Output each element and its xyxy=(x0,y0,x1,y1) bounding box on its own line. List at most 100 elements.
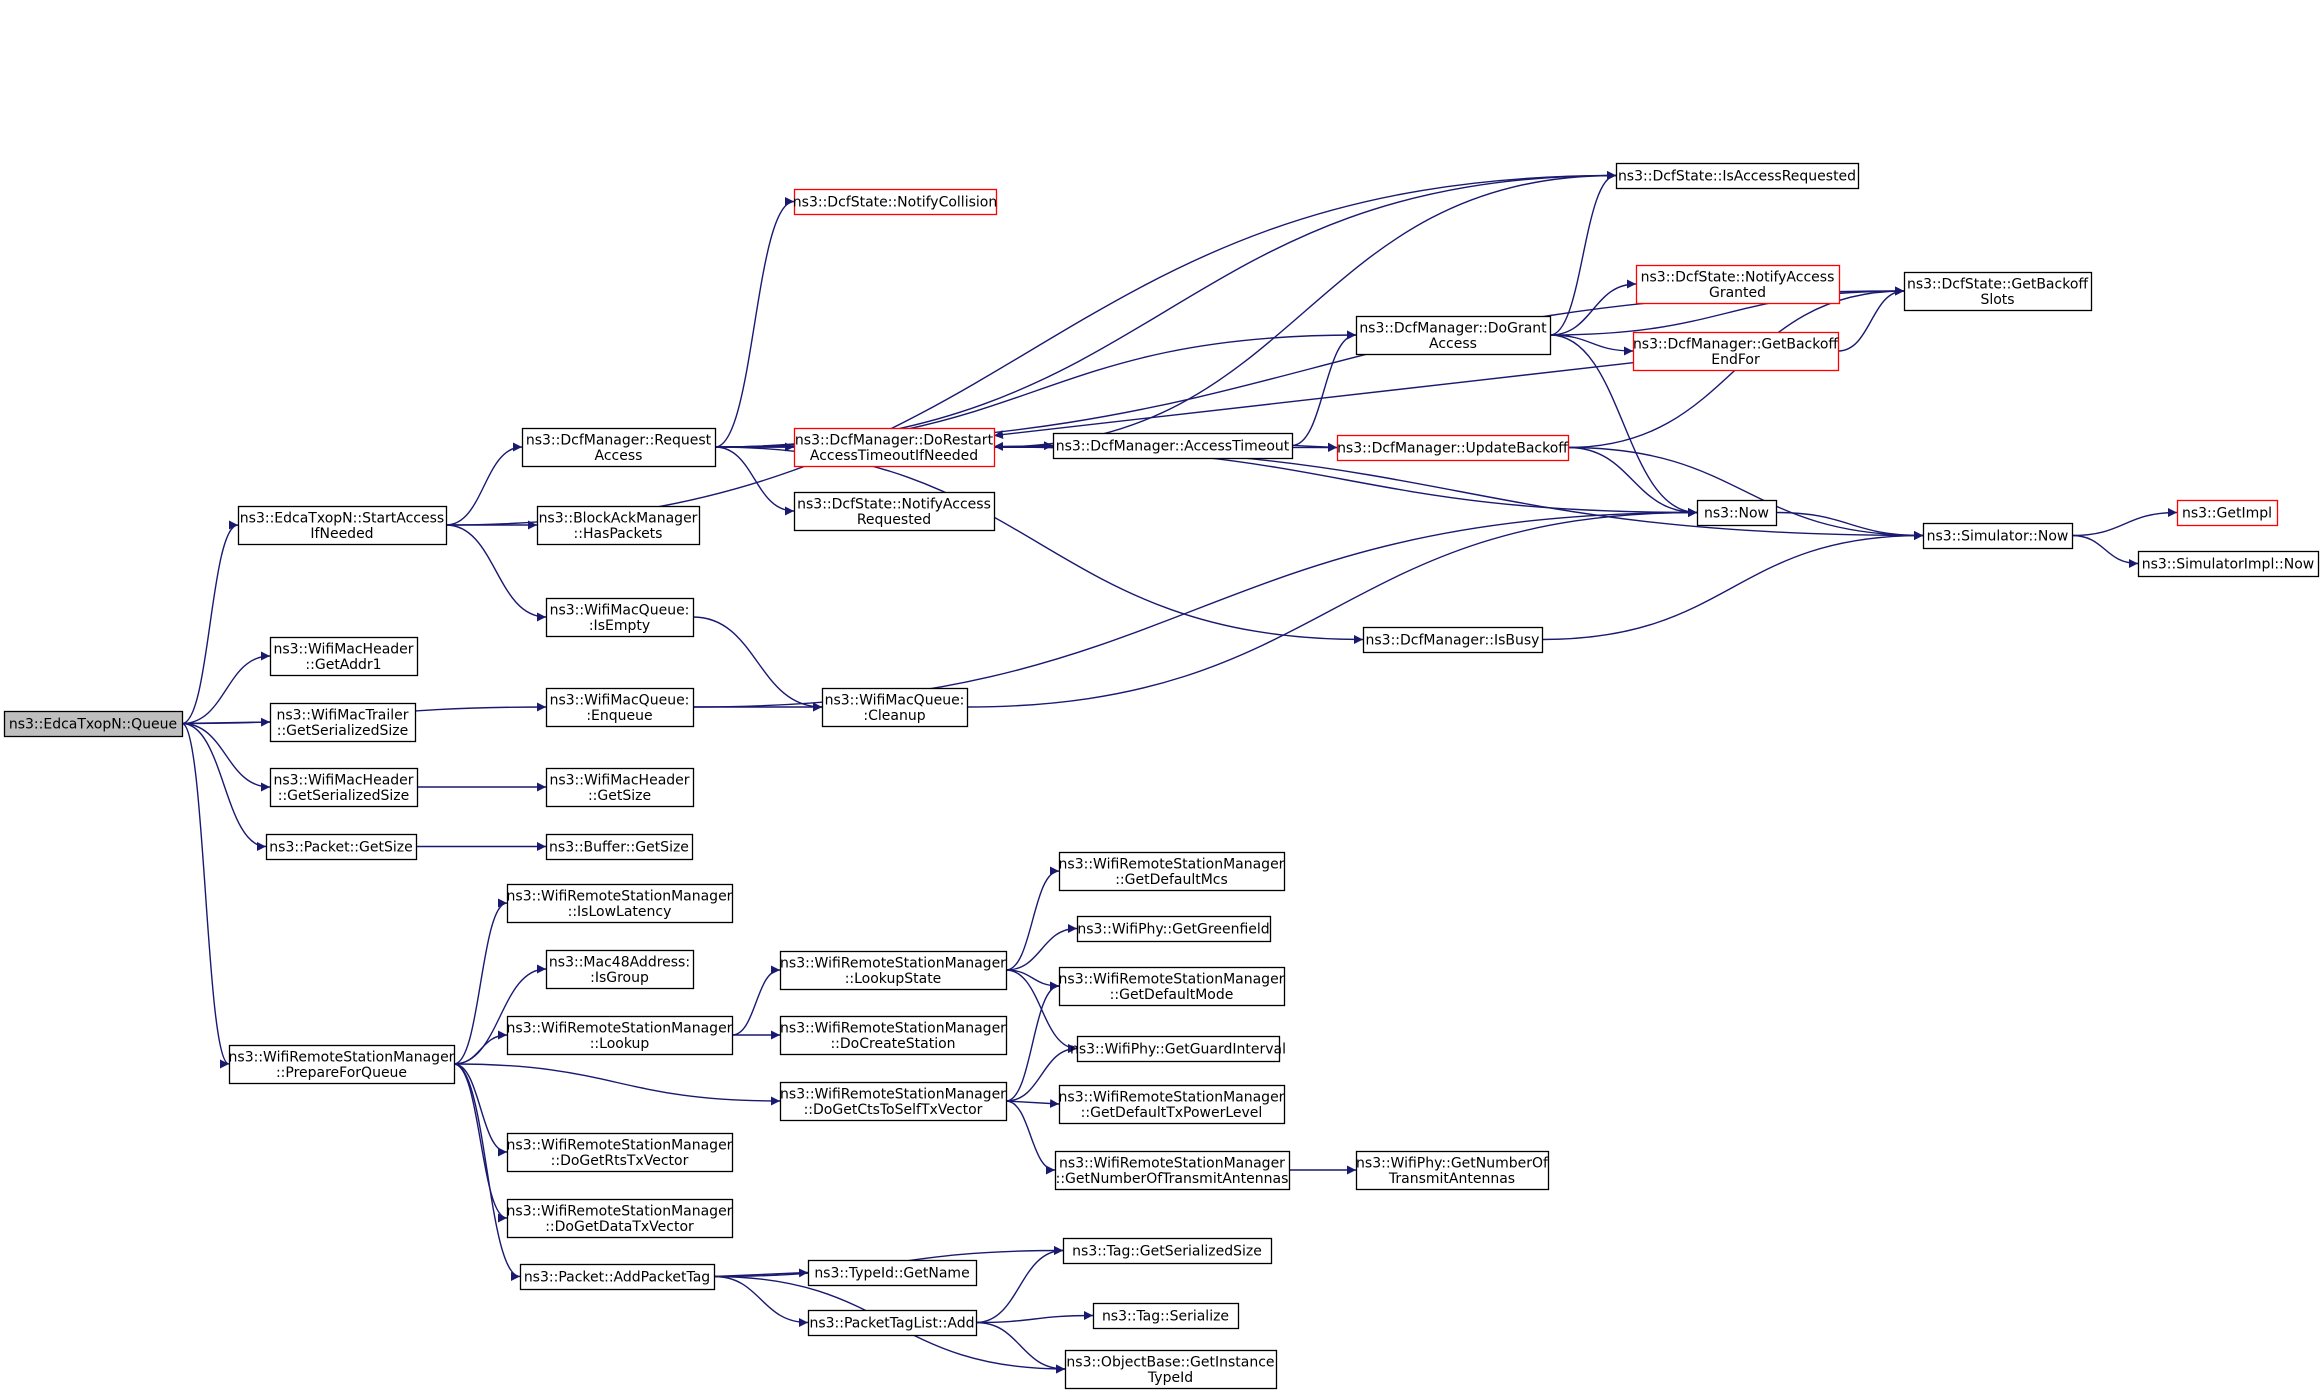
node-sim_now[interactable]: ns3::Simulator::Now xyxy=(1922,522,2074,550)
node-wrsm_lookupstate[interactable]: ns3::WifiRemoteStationManager::LookupSta… xyxy=(779,950,1008,991)
edge-dcfmgr_getbackoffend-to-dcfmgr_dorestart xyxy=(993,361,1634,440)
node-getimpl[interactable]: ns3::GetImpl xyxy=(2176,499,2279,527)
node-label: :IsGroup xyxy=(590,970,649,986)
node-box xyxy=(1058,966,1286,1007)
edge-dcfmgr_dogrant-to-dcf_notifygranted xyxy=(1549,279,1637,336)
node-label: ns3::PacketTagList::Add xyxy=(809,1316,974,1332)
node-buffer_getsize[interactable]: ns3::Buffer::GetSize xyxy=(545,833,694,861)
edge-root-to-hdr_getaddr1 xyxy=(181,651,271,725)
node-label: ::GetNumberOfTransmitAntennas xyxy=(1056,1171,1289,1187)
node-label: ns3::Simulator::Now xyxy=(1927,529,2069,545)
node-label: ns3::Now xyxy=(1704,506,1769,522)
node-label: ns3::WifiRemoteStationManager xyxy=(229,1049,455,1065)
node-now[interactable]: ns3::Now xyxy=(1696,499,1778,527)
node-label: ::LookupState xyxy=(845,971,942,987)
node-label: ::IsLowLatency xyxy=(568,904,672,920)
node-dcfmgr_updatebackoff[interactable]: ns3::DcfManager::UpdateBackoff xyxy=(1336,434,1570,462)
node-label: ::DoGetCtsToSelfTxVector xyxy=(804,1102,983,1118)
node-label: ns3::WifiRemoteStationManager xyxy=(507,888,733,904)
node-wrsm_defmode[interactable]: ns3::WifiRemoteStationManager::GetDefaul… xyxy=(1058,966,1286,1007)
node-box xyxy=(807,1309,978,1337)
node-box xyxy=(1076,1035,1281,1063)
node-box xyxy=(228,1044,456,1085)
node-pkt_addtag[interactable]: ns3::Packet::AddPacketTag xyxy=(519,1263,716,1291)
edge-root-to-wrsm_prepare xyxy=(181,722,230,1069)
node-hdr_getaddr1[interactable]: ns3::WifiMacHeader::GetAddr1 xyxy=(269,636,419,677)
node-bam_haspackets[interactable]: ns3::BlockAckManager::HasPackets xyxy=(536,505,701,546)
node-wrsm_defmcs[interactable]: ns3::WifiRemoteStationManager::GetDefaul… xyxy=(1059,851,1286,892)
node-simimpl_now[interactable]: ns3::SimulatorImpl::Now xyxy=(2137,550,2320,578)
node-label: ::HasPackets xyxy=(574,526,663,542)
node-label: ns3::DcfState::NotifyCollision xyxy=(793,195,997,211)
node-phy_guardint[interactable]: ns3::WifiPhy::GetGuardInterval xyxy=(1070,1035,1286,1063)
node-tag_serialize[interactable]: ns3::Tag::Serialize xyxy=(1092,1302,1240,1330)
node-queue_isempty[interactable]: ns3::WifiMacQueue::IsEmpty xyxy=(545,597,695,638)
node-box xyxy=(1615,162,1860,190)
node-label: ns3::WifiRemoteStationManager xyxy=(1059,1089,1285,1105)
node-label: ns3::Mac48Address: xyxy=(549,954,690,970)
node-dcfmgr_dorestart[interactable]: ns3::DcfManager::DoRestartAccessTimeoutI… xyxy=(793,427,996,468)
node-wrsm_lookup[interactable]: ns3::WifiRemoteStationManager::Lookup xyxy=(507,1015,734,1056)
node-label: ns3::DcfManager::DoGrant xyxy=(1359,320,1547,336)
node-ptl_add[interactable]: ns3::PacketTagList::Add xyxy=(807,1309,978,1337)
node-box xyxy=(1632,331,1840,372)
node-typeid_getname[interactable]: ns3::TypeId::GetName xyxy=(807,1259,978,1287)
node-dcfmgr_isbusy[interactable]: ns3::DcfManager::IsBusy xyxy=(1362,626,1544,654)
edge-ptl_add-to-objbase_typeid xyxy=(975,1321,1066,1374)
node-hdr_getsize[interactable]: ns3::WifiMacHeader::GetSize xyxy=(545,767,695,808)
node-wrsm_prepare[interactable]: ns3::WifiRemoteStationManager::PrepareFo… xyxy=(228,1044,456,1085)
node-wrsm_data[interactable]: ns3::WifiRemoteStationManager::DoGetData… xyxy=(507,1198,734,1239)
node-label: ::DoCreateStation xyxy=(830,1036,955,1052)
node-label: ns3::WifiRemoteStationManager xyxy=(780,1086,1006,1102)
node-mac48_isgroup[interactable]: ns3::Mac48Address::IsGroup xyxy=(545,949,695,990)
node-tag_sersize[interactable]: ns3::Tag::GetSerializedSize xyxy=(1062,1237,1273,1265)
node-wrsm_defpower[interactable]: ns3::WifiRemoteStationManager::GetDefaul… xyxy=(1059,1084,1286,1125)
node-dcf_isaccreq[interactable]: ns3::DcfState::IsAccessRequested xyxy=(1615,162,1860,190)
edge-dcfmgr_dogrant-to-now xyxy=(1549,334,1698,517)
node-queue_cleanup[interactable]: ns3::WifiMacQueue::Cleanup xyxy=(821,687,969,728)
node-box xyxy=(1054,1150,1291,1191)
node-phy_greenfield[interactable]: ns3::WifiPhy::GetGreenfield xyxy=(1076,915,1272,943)
node-label: ns3::Tag::Serialize xyxy=(1102,1309,1229,1325)
node-wrsm_numant[interactable]: ns3::WifiRemoteStationManager::GetNumber… xyxy=(1054,1150,1291,1191)
node-label: :Enqueue xyxy=(586,708,652,724)
node-trailer_size[interactable]: ns3::WifiMacTrailer::GetSerializedSize xyxy=(269,702,417,743)
node-phy_numant[interactable]: ns3::WifiPhy::GetNumberOfTransmitAntenna… xyxy=(1355,1150,1550,1191)
node-label: ns3::WifiPhy::GetGuardInterval xyxy=(1070,1042,1286,1058)
node-dcf_notifycoll[interactable]: ns3::DcfState::NotifyCollision xyxy=(793,188,997,216)
edge-start_access-to-dcfmgr_request xyxy=(445,442,523,526)
node-root[interactable]: ns3::EdcaTxopN::Queue xyxy=(3,710,184,738)
edge-dcfmgr_updatebackoff-to-sim_now xyxy=(1567,446,1924,540)
node-pkt_getsize[interactable]: ns3::Packet::GetSize xyxy=(265,833,418,861)
node-label: ::GetDefaultMcs xyxy=(1115,872,1228,888)
node-box xyxy=(1635,264,1841,305)
node-box xyxy=(506,883,734,924)
edge-dcfmgr_request-to-dcf_notifyreq xyxy=(714,446,795,516)
edge-wrsm_lookupstate-to-wrsm_defmcs xyxy=(1005,866,1060,971)
node-hdr_sersize[interactable]: ns3::WifiMacHeader::GetSerializedSize xyxy=(269,767,419,808)
node-wrsm_docreate[interactable]: ns3::WifiRemoteStationManager::DoCreateS… xyxy=(779,1015,1008,1056)
node-box xyxy=(1922,522,2074,550)
node-dcfmgr_accesstimeout[interactable]: ns3::DcfManager::AccessTimeout xyxy=(1052,432,1294,460)
nodes-layer: ns3::EdcaTxopN::Queue ns3::EdcaTxopN::Sta… xyxy=(3,162,2320,1390)
node-label: ns3::ObjectBase::GetInstance xyxy=(1066,1354,1274,1370)
node-queue_enqueue[interactable]: ns3::WifiMacQueue::Enqueue xyxy=(545,687,695,728)
node-label: ns3::EdcaTxopN::Queue xyxy=(9,717,177,733)
edge-dcfmgr_updatebackoff-to-now xyxy=(1567,446,1698,517)
edge-queue_enqueue-to-now xyxy=(692,508,1698,708)
node-wrsm_ctsself[interactable]: ns3::WifiRemoteStationManager::DoGetCtsT… xyxy=(779,1081,1008,1122)
node-label: ns3::DcfManager::AccessTimeout xyxy=(1056,439,1290,455)
edges-layer xyxy=(181,171,2178,1374)
edge-wrsm_prepare-to-wrsm_ctsself xyxy=(453,1063,781,1106)
node-wrsm_islowlat[interactable]: ns3::WifiRemoteStationManager::IsLowLate… xyxy=(506,883,734,924)
node-wrsm_rts[interactable]: ns3::WifiRemoteStationManager::DoGetRtsT… xyxy=(507,1132,734,1173)
